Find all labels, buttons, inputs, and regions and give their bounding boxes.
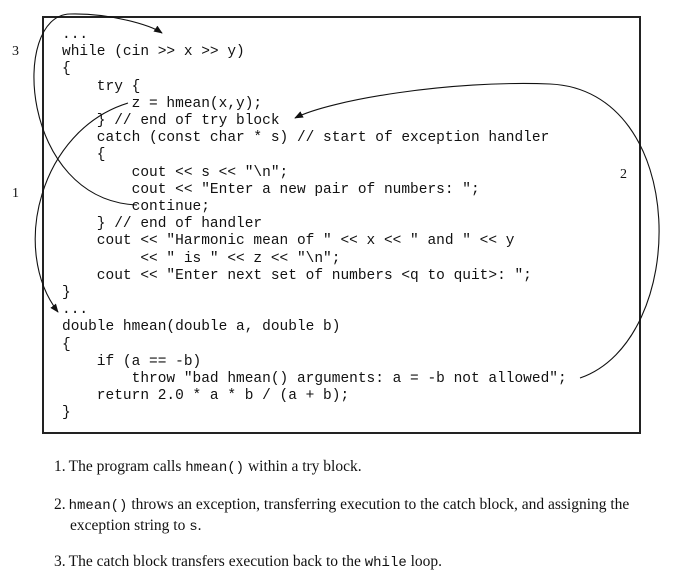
code-line: try {: [62, 78, 141, 95]
note-1: 1.The program calls hmean() within a try…: [54, 457, 654, 478]
note-text: within a try block.: [244, 458, 362, 475]
note-code-term: s: [189, 519, 198, 535]
code-line: z = hmean(x,y);: [62, 95, 263, 112]
note-3: 3.The catch block transfers execution ba…: [54, 552, 654, 573]
code-line: throw "bad hmean() arguments: a = -b not…: [62, 371, 567, 387]
code-line: return 2.0 * a * b / (a + b);: [62, 388, 350, 405]
note-code-term: while: [364, 555, 407, 571]
arrow-label-2: 2: [620, 167, 627, 182]
arrow-label-1: 1: [12, 186, 19, 201]
code-line: ...: [62, 302, 89, 319]
note-text: The catch block transfers execution back…: [68, 553, 365, 570]
code-line: {: [62, 336, 71, 353]
code-line: cout << "Enter next set of numbers <q to…: [62, 267, 532, 284]
note-text: throws an exception, transferring execut…: [70, 496, 630, 534]
code-line: }: [62, 405, 71, 422]
code-line: double hmean(double a, double b): [62, 319, 341, 336]
code-line: } // end of handler: [62, 216, 263, 233]
code-line: catch (const char * s) // start of excep…: [62, 130, 550, 147]
code-line: cout << s << "\n";: [62, 164, 289, 181]
code-line: } // end of try block: [62, 113, 280, 129]
code-line: cout << "Enter a new pair of numbers: ";: [62, 181, 480, 198]
note-code-term: hmean(): [185, 460, 245, 476]
code-line: << " is " << z << "\n";: [62, 250, 341, 267]
note-text: .: [197, 517, 202, 534]
code-line: while (cin >> x >> y): [62, 44, 245, 61]
note-number: 3.: [54, 553, 66, 570]
arrow-label-3: 3: [12, 44, 19, 59]
note-text: loop.: [406, 553, 443, 570]
code-line: cout << "Harmonic mean of " << x << " an…: [62, 233, 515, 250]
code-line: ...: [62, 27, 89, 43]
code-line: }: [62, 285, 71, 301]
note-2: 2.hmean() throws an exception, transferr…: [54, 495, 640, 537]
code-line: {: [62, 61, 71, 78]
note-text: The program calls: [68, 458, 186, 475]
note-number: 1.: [54, 458, 66, 475]
note-code-term: hmean(): [68, 498, 128, 514]
code-line: continue;: [62, 199, 210, 215]
code-line: {: [62, 147, 106, 164]
note-number: 2.: [54, 496, 66, 513]
code-line: if (a == -b): [62, 353, 202, 370]
